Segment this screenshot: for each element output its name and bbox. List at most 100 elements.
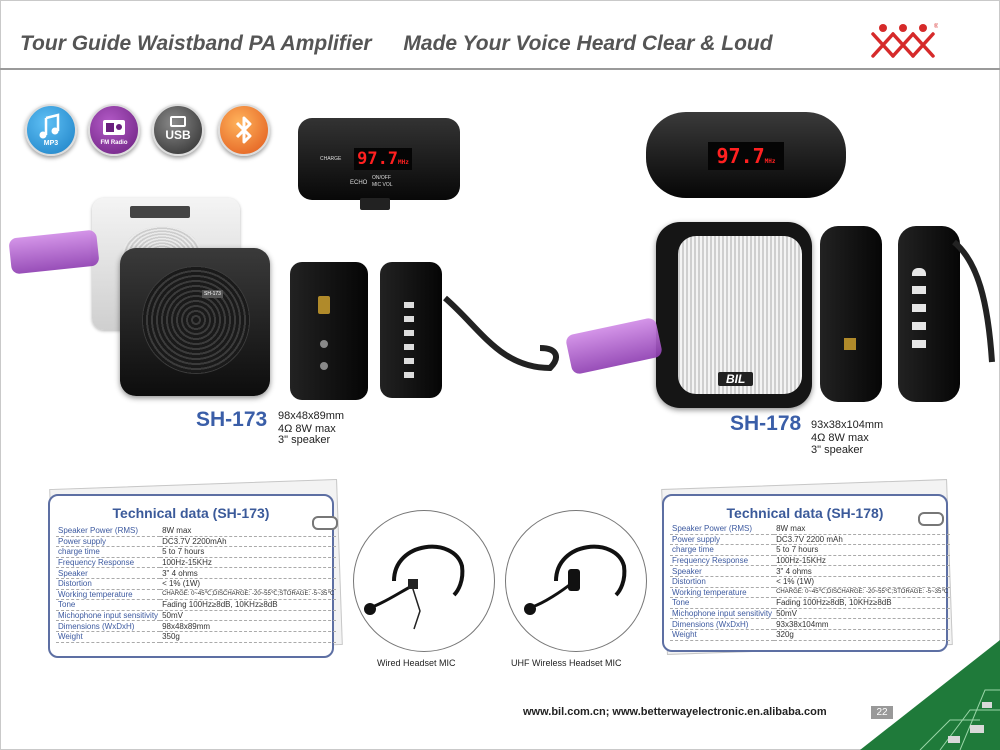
card-clip-178 [918, 512, 944, 526]
spec-key: charge time [56, 546, 161, 558]
caption-wired-mic: Wired Headset MIC [377, 658, 456, 668]
sh178-front-unit: BIL [656, 222, 812, 408]
spec-key: Speaker [670, 565, 775, 577]
charge-label: CHARGE [320, 156, 342, 162]
mic-vol-label: MIC VOL [372, 182, 393, 188]
tech-card-title-178: Technical data (SH-178) [726, 505, 884, 521]
spec-value: < 1% (1W) [774, 576, 951, 588]
spec-value: 100Hz-15KHz [774, 555, 951, 567]
front-badge: SH-173 [202, 290, 223, 298]
wireless-headset-icon [524, 544, 627, 615]
wireless-mic-image [505, 510, 647, 652]
sh173-black-unit: SH-173 [120, 248, 270, 396]
spec-value: 8W max [160, 526, 337, 537]
echo-label: ECHO [350, 180, 368, 186]
title-left: Tour Guide Waistband PA Amplifier [20, 32, 372, 55]
spec-key: Working temperature [670, 587, 775, 599]
spec-value: Fading 100Hz≥8dB, 10KHz≥8dB [774, 597, 951, 609]
spec-value: 5 to 7 hours [774, 544, 951, 556]
spec-value: 93x38x104mm [774, 618, 951, 630]
spec-key: charge time [670, 544, 775, 556]
spec-value: 50mV [774, 608, 951, 620]
spec-key: Distortion [670, 576, 775, 588]
spec-key: Distortion [56, 578, 161, 590]
brand-logo-icon: ® [871, 23, 938, 58]
sh173-top-view: CHARGE 97.7MHz ECHO ON/OFF MIC VOL [298, 118, 460, 210]
page-title: Tour Guide Waistband PA Amplifier Made Y… [20, 32, 799, 56]
spec-key: Tone [56, 599, 161, 611]
jack-1 [320, 340, 328, 348]
spec-key: Speaker Power (RMS) [56, 526, 161, 537]
display-readout-178: 97.7MHz [708, 142, 784, 170]
tech-card-sh178: Technical data (SH-178) Speaker Power (R… [662, 494, 951, 652]
spec-key: Power supply [670, 534, 775, 546]
spec-key: Frequency Response [670, 555, 775, 567]
spec-value: DC3.7V 2200mAh [160, 536, 337, 548]
display-frequency-178: 97.7 [716, 144, 765, 168]
display-readout: 97.7MHz [354, 148, 412, 170]
table-row: Speaker Power (RMS)8W max [56, 526, 337, 537]
spec-sh178-dims: 93x38x104mm [811, 419, 884, 431]
spec-key: Dimensions (WxDxH) [56, 620, 161, 632]
tech-card-sh173: Technical data (SH-173) Speaker Power (R… [48, 494, 337, 658]
spec-sh173-speaker: 3" speaker [278, 434, 331, 446]
sh178-side-port [844, 338, 856, 350]
spec-key: Power supply [56, 536, 161, 548]
footer-urls: www.bil.com.cn; www.betterwayelectronic.… [523, 706, 827, 718]
usb-port [318, 296, 330, 314]
display-frequency: 97.7 [357, 149, 399, 169]
spec-sh178-speaker: 3" speaker [811, 444, 864, 456]
caption-wireless-mic: UHF Wireless Headset MIC [511, 658, 622, 668]
table-row: Dimensions (WxDxH)93x38x104mm [670, 618, 951, 630]
page-number: 22 [871, 706, 893, 719]
on-off-label: ON/OFF [372, 175, 391, 181]
svg-text:®: ® [934, 23, 938, 30]
side-buttons [404, 302, 414, 380]
sh173-side-view-left [290, 262, 368, 400]
spec-value: 3" 4 ohms [160, 567, 337, 579]
card-clip-173 [312, 516, 338, 530]
clip [360, 198, 390, 210]
fm-radio-icon: FM Radio [88, 104, 140, 156]
sh178-side-buttons [912, 268, 926, 354]
sh178-side-view-right [898, 226, 960, 402]
mp3-label: MP3 [43, 140, 59, 147]
spec-value: 3" 4 ohms [774, 565, 951, 577]
wired-mic-image [353, 510, 495, 652]
lanyard-178 [952, 239, 995, 363]
spec-key: Weight [56, 631, 161, 643]
spec-value: < 1% (1W) [160, 578, 337, 590]
spec-key: Tone [670, 597, 775, 609]
spec-value: 100Hz-15KHz [160, 557, 337, 569]
front-grille [142, 266, 250, 374]
white-unit-display [130, 206, 190, 218]
fm-radio-label: FM Radio [100, 140, 128, 146]
sh178-side-view-left [820, 226, 882, 402]
spec-key: Weight [670, 629, 775, 641]
spec-value: 350g [160, 631, 337, 643]
sh173-side-view-right [380, 262, 442, 398]
spec-value: DC3.7V 2200 mAh [774, 534, 951, 546]
usb-label: USB [165, 128, 191, 142]
spec-key: Dimensions (WxDxH) [670, 618, 775, 630]
lanyard-173 [443, 295, 559, 372]
spec-value: 50mV [160, 610, 337, 622]
tech-card-title-173: Technical data (SH-173) [112, 505, 270, 521]
display-unit-178: MHz [764, 158, 776, 165]
wired-headset-icon [364, 544, 465, 630]
spec-key: Michophone input sensitivity [56, 610, 161, 622]
mp3-icon: MP3 [25, 104, 77, 156]
spec-sh178-power: 4Ω 8W max [811, 432, 869, 444]
